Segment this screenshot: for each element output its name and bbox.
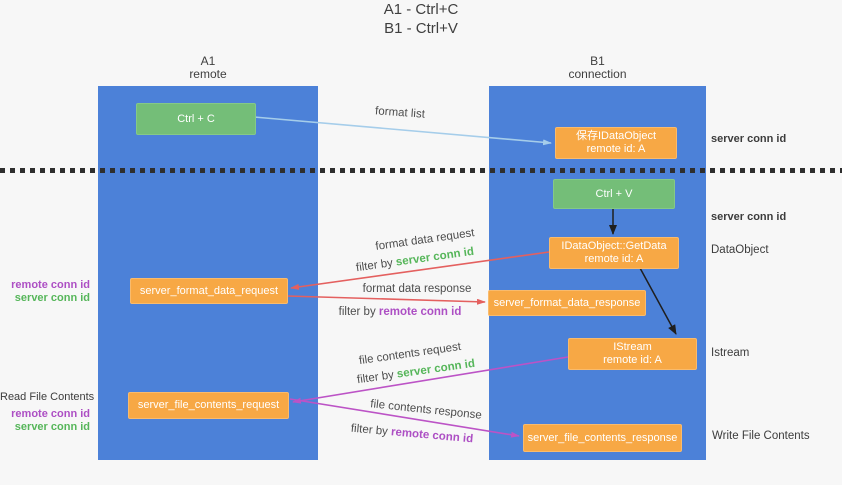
column-b1-subtitle: connection <box>568 67 627 81</box>
format-data-response-label: format data response <box>362 283 472 295</box>
file-request-annotations: Read File Contents remote conn id server… <box>0 391 95 434</box>
dataobject-annotation: DataObject <box>711 244 769 256</box>
node-save-dataobject: 保存IDataObject remote id: A <box>555 127 677 159</box>
save-dataobject-line1: 保存IDataObject <box>575 130 657 142</box>
save-dataobject-line2: remote id: A <box>586 143 646 155</box>
node-ctrl-c: Ctrl + C <box>136 103 256 135</box>
format-data-request-filter: filter by server conn id <box>355 246 474 274</box>
getdata-line1: IDataObject::GetData <box>561 240 667 252</box>
getdata-line2: remote id: A <box>584 253 644 265</box>
node-server-file-contents-response: server_file_contents_response <box>523 424 682 452</box>
column-b1-title: B1 <box>590 54 605 68</box>
read-file-contents-annotation: Read File Contents <box>0 391 95 403</box>
server-format-data-request-label: server_format_data_request <box>139 284 279 297</box>
file-contents-response-label: file contents response <box>369 398 483 422</box>
remote-conn-id-text: remote conn id <box>378 306 462 318</box>
filter-by-text: filter by <box>356 369 395 387</box>
server-conn-id-annotation-mid: server conn id <box>711 211 787 223</box>
diagram-title: A1 - Ctrl+C B1 - Ctrl+V <box>0 0 842 38</box>
column-header-a1: A1 remote <box>98 55 318 81</box>
column-a1-subtitle: remote <box>189 67 227 81</box>
remote-conn-id-annotation: remote conn id <box>11 408 90 420</box>
server-conn-id-text: server conn id <box>395 245 475 269</box>
server-file-contents-request-label: server_file_contents_request <box>137 399 280 411</box>
server-file-contents-response-label: server_file_contents_response <box>527 431 678 444</box>
server-format-data-response-label: server_format_data_response <box>493 296 641 309</box>
server-conn-id-text: server conn id <box>396 357 476 381</box>
istream-annotation: Istream <box>711 347 750 359</box>
node-istream: IStream remote id: A <box>568 338 697 370</box>
title-line-b1: B1 - Ctrl+V <box>384 20 458 37</box>
format-data-response-filter: filter by remote conn id <box>339 306 462 318</box>
title-line-a1: A1 - Ctrl+C <box>383 1 459 18</box>
filter-by-text: filter by <box>355 257 394 275</box>
filter-by-text: filter by <box>350 422 389 438</box>
column-header-b1: B1 connection <box>489 55 706 81</box>
remote-conn-id-annotation: remote conn id <box>11 279 90 291</box>
write-file-contents-annotation: Write File Contents <box>712 430 810 442</box>
column-a1-title: A1 <box>200 54 216 68</box>
ctrl-v-label: Ctrl + V <box>595 187 633 200</box>
server-conn-id-annotation: server conn id <box>14 292 90 304</box>
node-server-format-data-response: server_format_data_response <box>488 290 646 316</box>
format-request-conn-id-annotations: remote conn id server conn id <box>0 279 90 305</box>
section-divider-dotted <box>0 168 842 173</box>
istream-line1: IStream <box>613 341 652 353</box>
server-conn-id-annotation: server conn id <box>14 421 90 433</box>
node-idataobject-getdata: IDataObject::GetData remote id: A <box>549 237 679 269</box>
file-contents-response-filter: filter by remote conn id <box>350 423 473 446</box>
server-conn-id-annotation-top: server conn id <box>711 133 787 145</box>
node-server-file-contents-request: server_file_contents_request <box>128 392 289 419</box>
filter-by-text: filter by <box>338 306 376 318</box>
remote-conn-id-text: remote conn id <box>390 426 474 446</box>
format-list-label: format list <box>374 105 426 121</box>
istream-line2: remote id: A <box>603 354 662 366</box>
node-ctrl-v: Ctrl + V <box>553 179 675 209</box>
node-server-format-data-request: server_format_data_request <box>130 278 288 304</box>
ctrl-c-label: Ctrl + C <box>177 112 215 125</box>
